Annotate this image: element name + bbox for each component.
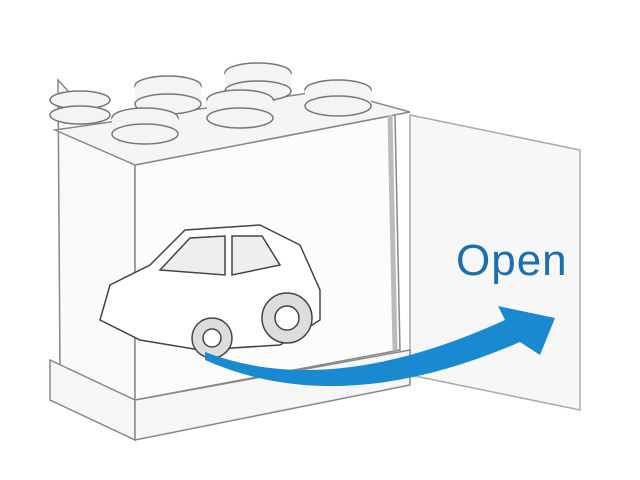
open-caption: Open	[456, 236, 568, 285]
brick-studs	[49, 62, 372, 145]
open-arrow-icon	[205, 306, 555, 387]
toy-car	[99, 224, 321, 359]
